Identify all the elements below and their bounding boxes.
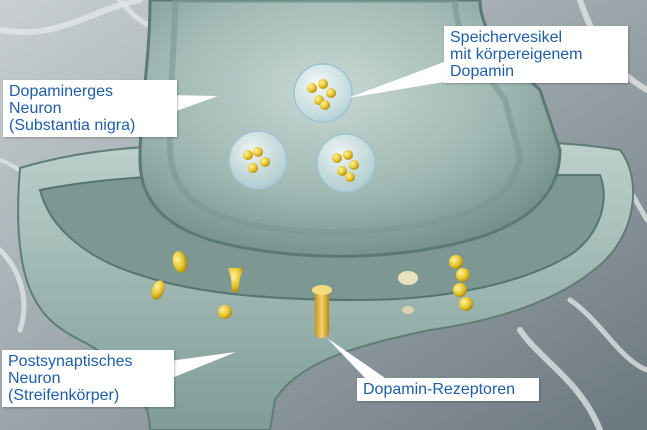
dopamine-receptor — [312, 285, 332, 338]
label-dopaminergic-neuron: Dopaminerges Neuron (Substantia nigra) — [3, 80, 177, 137]
vesicle-left — [229, 131, 287, 189]
label-storage-vesicle: Speichervesikel mit körpereigenem Dopami… — [444, 26, 628, 83]
label-dopamine-receptors: Dopamin-Rezeptoren — [357, 378, 539, 401]
vesicle-right — [317, 134, 375, 192]
label-postsynaptic-neuron: Postsynaptisches Neuron (Streifenkörper) — [2, 350, 174, 407]
vesicle-top — [294, 64, 352, 122]
